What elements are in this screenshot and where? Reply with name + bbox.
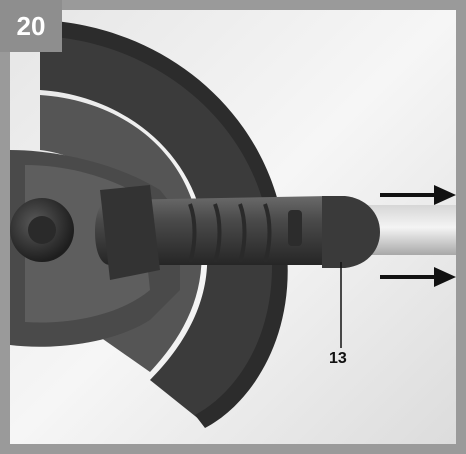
arrow-right-icon	[380, 185, 456, 205]
grip-rib	[188, 203, 197, 263]
knob-center	[28, 216, 56, 244]
callout-label: 13	[329, 350, 347, 367]
guard-disc	[40, 25, 276, 420]
lock-slider	[288, 210, 302, 246]
grip-rib	[263, 203, 272, 263]
grip-rib	[238, 203, 247, 263]
joint-bracket	[100, 185, 160, 280]
figure-number-badge: 20	[0, 0, 62, 52]
guard-rim	[40, 20, 288, 428]
grip-rib	[213, 203, 222, 263]
coupling-cap	[322, 196, 380, 268]
arrow-right-icon	[380, 267, 456, 287]
